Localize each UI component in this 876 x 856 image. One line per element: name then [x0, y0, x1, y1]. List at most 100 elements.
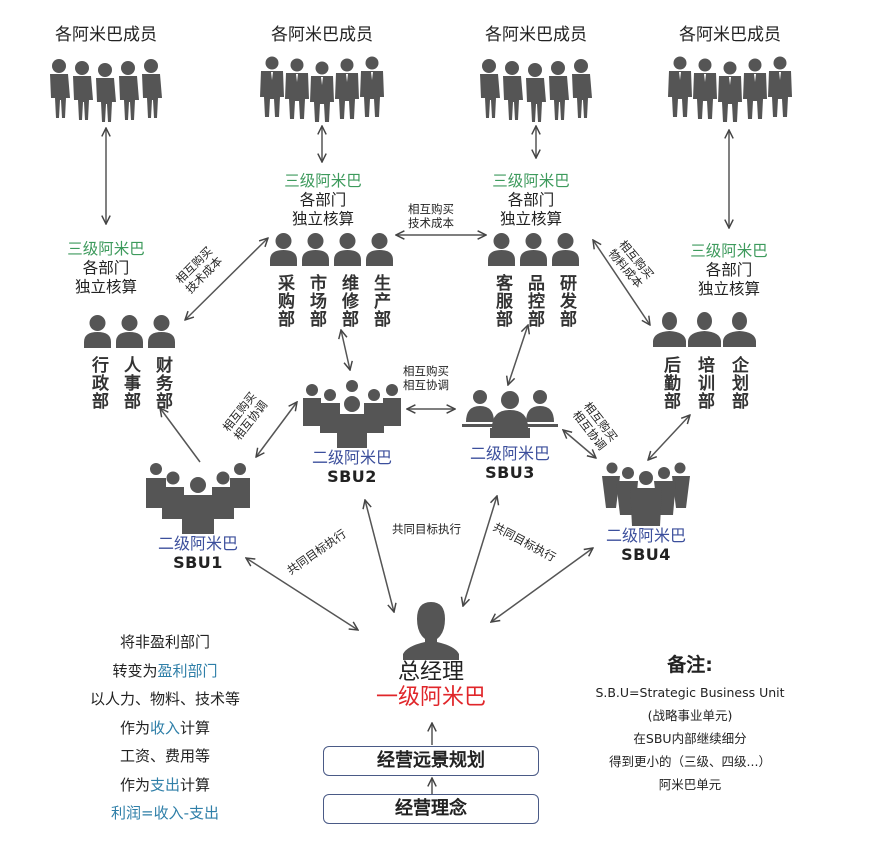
arrow-sbu4-dept [648, 415, 690, 460]
note-line: 得到更小的（三级、四级...） [609, 754, 771, 769]
level3-title: 三级阿米巴 [67, 240, 145, 258]
team-icon [146, 463, 250, 534]
members-group-4: 各阿米巴成员 [660, 20, 800, 127]
dept-group-1: 行政部 人事部 财务部 [84, 314, 175, 410]
relation-label-sbu2-sbu3: 相互购买 相互协调 [403, 364, 449, 392]
left-note: 将非盈利部门 转变为盈利部门 以人力、物料、技术等 作为收入计算 工资、费用等 … [60, 628, 270, 828]
members-group-3: 各阿米巴成员 [466, 20, 606, 127]
arrow-sbu1-admin [160, 408, 201, 463]
level3-label-1: 三级阿米巴 各部门 独立核算 [46, 240, 166, 297]
philosophy-box: 经营理念 [323, 794, 539, 824]
arrow-sbu3-gm [463, 496, 497, 606]
dept-label: 人事部 [120, 356, 140, 410]
general-manager: 总经理 一级阿米巴 [356, 600, 506, 710]
members-label: 各阿米巴成员 [679, 25, 781, 45]
level3-line1: 各部门 [507, 191, 555, 209]
people-group-icon [668, 56, 792, 122]
members-label: 各阿米巴成员 [271, 25, 373, 45]
dept-group-4: 后勤部 培训部 企划部 [653, 311, 756, 410]
meeting-icon [462, 390, 558, 438]
right-note: 备注: S.B.U=Strategic Business Unit (战略事业单… [580, 650, 800, 796]
dept-label: 采购部 [274, 274, 294, 328]
level3-line2: 独立核算 [74, 278, 137, 296]
arrow-sbu4-gm [491, 548, 593, 622]
dept-label: 维修部 [338, 274, 358, 328]
arrow-sbu2-gm [365, 500, 394, 612]
person-icon [334, 233, 361, 266]
sbu-1: 二级阿米巴 SBU1 [138, 462, 258, 572]
note-line: 将非盈利部门 [119, 633, 210, 651]
members-group-1: 各阿米巴成员 [36, 20, 176, 127]
sbu-title: 二级阿米巴 [605, 526, 686, 545]
level3-label-2: 三级阿米巴 各部门 独立核算 [268, 172, 378, 229]
person-bust-icon [403, 602, 459, 660]
relation-label-common-goal-sbu2: 共同目标执行 [392, 522, 461, 536]
person-icon [366, 233, 393, 266]
level3-title: 三级阿米巴 [492, 172, 570, 190]
members-group-2: 各阿米巴成员 [252, 20, 392, 127]
person-icon [270, 233, 297, 266]
level3-line2: 独立核算 [499, 210, 562, 228]
arrow-tech-cost-left [185, 238, 268, 320]
gm-subtitle: 一级阿米巴 [375, 685, 486, 710]
note-line: 作为支出计算 [119, 775, 211, 794]
level3-label-3: 三级阿米巴 各部门 独立核算 [476, 172, 586, 229]
members-label: 各阿米巴成员 [55, 25, 157, 45]
person-icon [116, 315, 143, 348]
level3-title: 三级阿米巴 [690, 242, 768, 260]
person-icon [302, 233, 329, 266]
sbu-4: 二级阿米巴 SBU4 [590, 462, 702, 564]
sbu-2: 二级阿米巴 SBU2 [296, 380, 408, 486]
relation-label-tech-cost-top: 相互购买 技术成本 [408, 202, 454, 230]
sbu-code: SBU2 [327, 467, 377, 486]
sbu-code: SBU4 [621, 545, 671, 564]
dept-label: 企划部 [728, 356, 748, 410]
people-group-icon [260, 56, 384, 122]
level3-label-4: 三级阿米巴 各部门 独立核算 [669, 242, 789, 299]
team-icon [303, 380, 401, 448]
vision-box: 经营远景规划 [323, 746, 539, 776]
level3-line2: 独立核算 [291, 210, 354, 228]
arrow-sbu3-dept [508, 325, 528, 385]
person-icon [520, 233, 547, 266]
sbu-code: SBU3 [485, 463, 535, 482]
dept-group-3: 客服部 品控部 研发部 [488, 232, 579, 328]
person-icon [50, 59, 70, 118]
note-line: 阿米巴单元 [658, 777, 722, 792]
level3-line2: 独立核算 [697, 280, 760, 298]
sbu-3: 二级阿米巴 SBU3 [456, 388, 564, 482]
dept-label: 后勤部 [660, 356, 680, 410]
dept-label: 品控部 [524, 274, 544, 328]
sbu-title: 二级阿米巴 [311, 448, 392, 467]
person-icon [148, 315, 175, 348]
people-group-icon [50, 59, 162, 122]
people-group-icon [480, 59, 592, 122]
note-line: 利润=收入-支出 [111, 804, 219, 822]
level3-line1: 各部门 [705, 261, 753, 279]
note-line: (战略事业单元) [647, 708, 733, 723]
person-icon [488, 233, 515, 266]
person-icon [653, 312, 686, 347]
dept-label: 生产部 [370, 274, 390, 328]
arrow-sbu1-sbu2 [256, 402, 297, 457]
members-label: 各阿米巴成员 [485, 25, 587, 45]
note-line: 在SBU内部继续细分 [633, 731, 747, 746]
gm-title: 总经理 [397, 660, 464, 685]
level3-title: 三级阿米巴 [284, 172, 362, 190]
team-icon [602, 462, 690, 526]
note-line: 以人力、物料、技术等 [89, 690, 240, 708]
person-icon [723, 312, 756, 347]
arrow-sbu2-dept [341, 330, 350, 370]
level3-line1: 各部门 [82, 259, 130, 277]
level3-line1: 各部门 [299, 191, 347, 209]
note-line: 工资、费用等 [119, 747, 210, 765]
note-header: 备注: [667, 654, 713, 676]
dept-label: 市场部 [306, 274, 326, 328]
arrow-sbu3-sbu4 [563, 430, 596, 458]
sbu-title: 二级阿米巴 [469, 444, 550, 463]
sbu-code: SBU1 [173, 553, 223, 572]
note-line: S.B.U=Strategic Business Unit [595, 685, 785, 700]
arrow-material-cost [593, 240, 650, 325]
dept-group-2: 采购部 市场部 维修部 生产部 [270, 232, 393, 328]
